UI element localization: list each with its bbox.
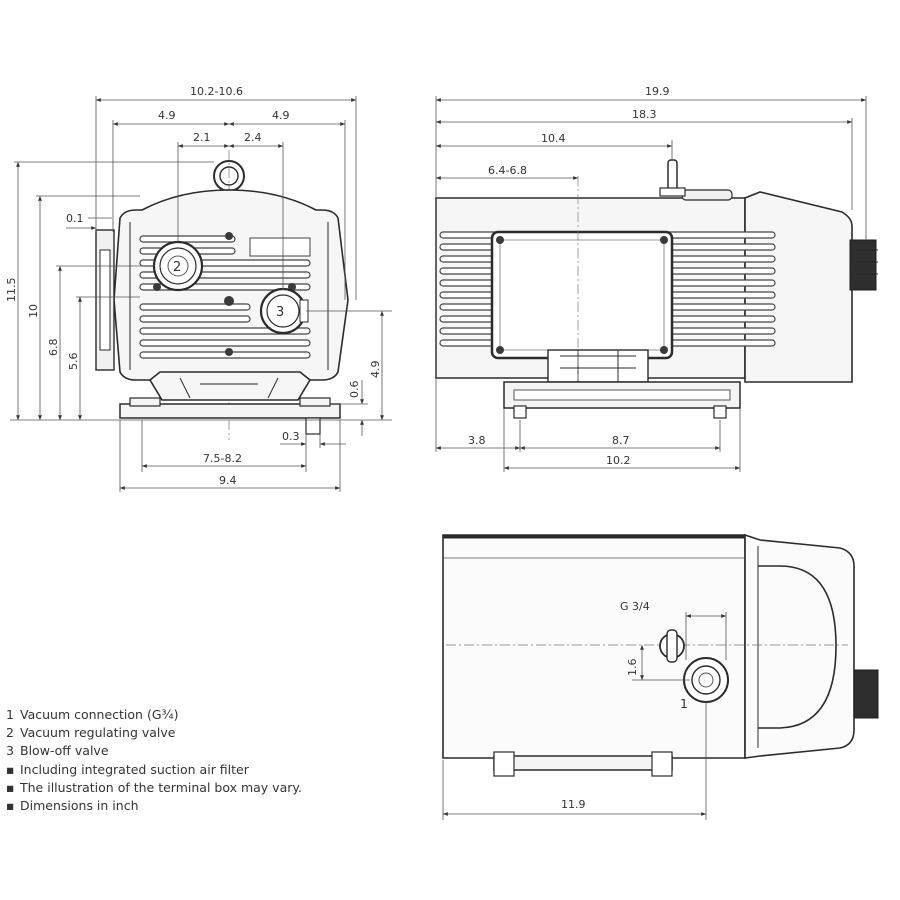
side-cover-plate	[490, 230, 674, 360]
dim-half-left: 4.9	[158, 109, 176, 122]
dim-body-length: 18.3	[632, 108, 657, 121]
top-fitting	[659, 629, 685, 663]
dim-thread: G 3/4	[620, 600, 650, 613]
dim-height-total: 11.5	[5, 278, 18, 303]
dim-overall-length: 19.9	[645, 85, 670, 98]
legend-item-6: ▪Dimensions in inch	[6, 798, 139, 814]
front-extension-lines	[10, 96, 392, 492]
dim-flange: 0.1	[66, 212, 84, 225]
dim-base-length: 10.2	[606, 454, 631, 467]
marker-2: 2	[173, 260, 181, 275]
marker-3: 3	[276, 305, 284, 320]
dim-overall-width: 10.2-10.6	[190, 85, 243, 98]
legend-item-4: ▪Including integrated suction air filter	[6, 761, 249, 777]
dim-foot-hole: 0.3	[282, 430, 300, 443]
dim-to-eye: 6.4-6.8	[488, 164, 527, 177]
legend-item-5: ▪The illustration of the terminal box ma…	[6, 779, 302, 795]
front-flange	[95, 229, 115, 371]
dim-to-center: 10.4	[541, 132, 566, 145]
dim-top-offset: 1.6	[626, 659, 639, 677]
dim-offset-right: 2.4	[244, 131, 262, 144]
dim-height-conn: 6.8	[47, 339, 60, 357]
dim-side-foot-span: 8.7	[612, 434, 630, 447]
front-view: 2 3	[5, 85, 392, 492]
front-base	[119, 371, 341, 435]
dim-front-offset: 3.8	[468, 434, 486, 447]
front-dimension-lines	[16, 98, 384, 490]
dim-foot-height: 0.6	[348, 381, 361, 399]
dim-base-width: 9.4	[219, 474, 237, 487]
dim-height-body: 10	[27, 304, 40, 318]
marker-1: 1	[680, 696, 688, 711]
side-view: 19.9 18.3 10.4 6.4-6.8 3.8 8.7 10.2	[435, 85, 878, 472]
dim-height-valve: 4.9	[369, 361, 382, 379]
dim-foot-span: 7.5-8.2	[203, 452, 242, 465]
top-view: G 3/4 1.6 1 11.9	[442, 533, 879, 820]
dim-offset-left: 2.1	[193, 131, 211, 144]
dim-top-length: 11.9	[561, 798, 586, 811]
vacuum-regulating-valve	[152, 240, 204, 292]
dim-height-axis: 5.6	[67, 353, 80, 371]
vacuum-connection	[683, 657, 729, 703]
dim-half-right: 4.9	[272, 109, 290, 122]
